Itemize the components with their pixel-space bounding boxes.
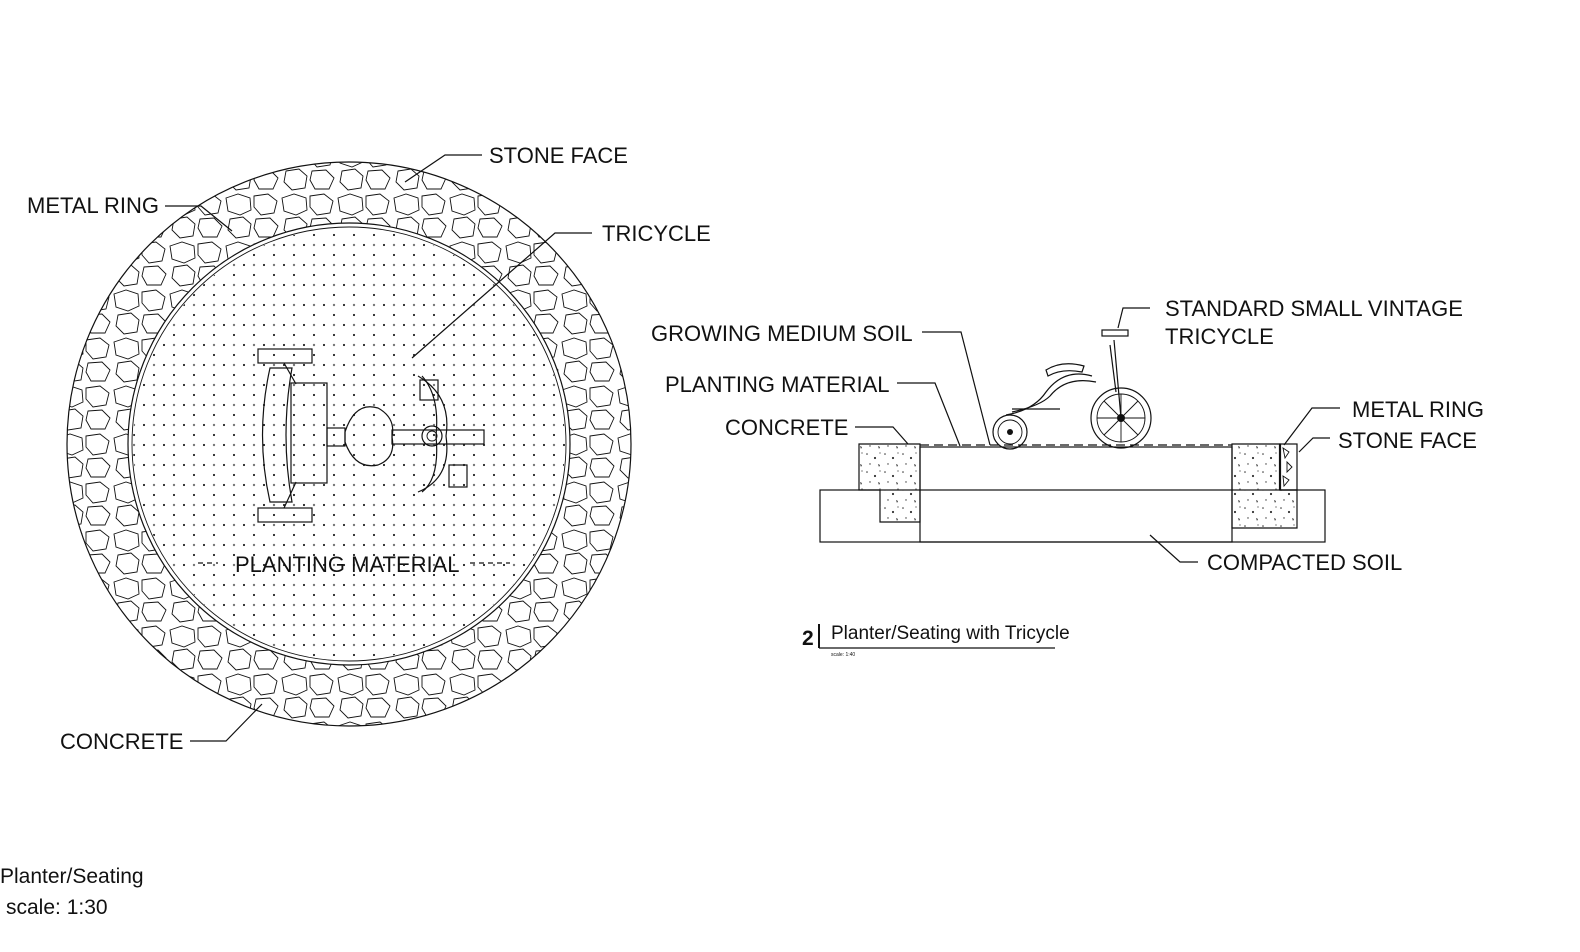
concrete-left: [859, 444, 920, 522]
tricycle-elevation: [992, 329, 1152, 450]
label-stone-face: STONE FACE: [489, 143, 628, 168]
growing-medium-soil: [919, 446, 1233, 543]
label-metal-ring: METAL RING: [27, 193, 159, 218]
label-concrete-section: CONCRETE: [725, 415, 848, 440]
tricycle-plan: [257, 348, 485, 523]
metal-ring: [127, 222, 571, 666]
metal-ring-inner: [131, 226, 567, 662]
label-concrete: CONCRETE: [60, 729, 183, 754]
label-metal-ring-section: METAL RING: [1352, 397, 1484, 422]
stone-face-section: [1279, 443, 1298, 491]
planting-material-area: [133, 228, 565, 660]
label-stone-face-section: STONE FACE: [1338, 428, 1477, 453]
label-planting-material: PLANTING MATERIAL: [235, 552, 460, 577]
label-tricycle-line2: TRICYCLE: [1165, 324, 1274, 349]
section-caption-number: 2: [802, 627, 814, 650]
plan-caption-scale: scale: 1:30: [6, 896, 108, 919]
label-planting-material-section: PLANTING MATERIAL: [665, 372, 890, 397]
plan-caption-title: Planter/Seating: [0, 865, 144, 888]
label-tricycle-line1: STANDARD SMALL VINTAGE: [1165, 296, 1463, 321]
section-caption-title: Planter/Seating with Tricycle: [831, 623, 1070, 644]
concrete-right: [1232, 444, 1297, 528]
label-compacted-soil: COMPACTED SOIL: [1207, 550, 1402, 575]
section-caption-scale: scale: 1:40: [831, 652, 855, 658]
plan-view: STONE FACE METAL RING TRICYCLE PLANTING …: [0, 143, 711, 919]
section-view: STANDARD SMALL VINTAGE TRICYCLE GROWING …: [651, 296, 1484, 658]
label-tricycle: TRICYCLE: [602, 221, 711, 246]
label-growing-medium-soil: GROWING MEDIUM SOIL: [651, 321, 913, 346]
